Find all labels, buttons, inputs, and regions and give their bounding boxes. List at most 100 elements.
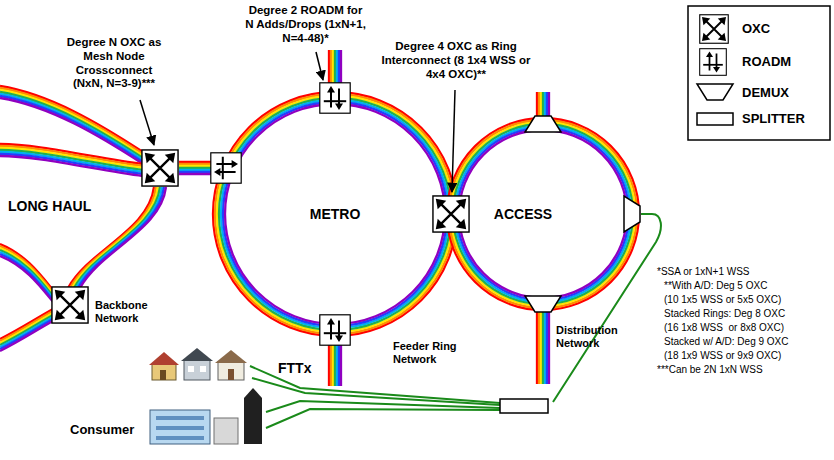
rainbow-fiber [179, 161, 214, 163]
demux-symbol [624, 196, 640, 232]
splitter-symbol [500, 399, 548, 413]
rainbow-fiber [179, 171, 214, 173]
rainbow-ring [451, 122, 635, 306]
rainbow-ring [457, 128, 629, 300]
roadm-symbol [320, 83, 350, 113]
rainbow-ring [447, 118, 639, 310]
roof [215, 350, 247, 363]
callout-text: FTTx [278, 360, 311, 377]
consumer-buildings [150, 388, 262, 444]
rainbow-fiber [0, 315, 53, 345]
roadm-symbol [211, 153, 241, 183]
footnote: Stacked Rings: Deg 8 OXC [664, 308, 785, 320]
rainbow-fiber [179, 173, 214, 175]
interconnect-oxc-symbol [433, 196, 469, 232]
footnote: **With A/D: Deg 5 OXC [664, 280, 767, 292]
legend-text: OXC [742, 21, 770, 37]
tower-top [244, 388, 262, 398]
house [218, 362, 244, 380]
legend-box [688, 6, 830, 140]
legend-demux-symbol [697, 84, 733, 100]
building [214, 418, 238, 444]
drop-fiber [266, 409, 500, 428]
door [228, 369, 234, 380]
rainbow-ring [221, 100, 449, 328]
callout-text: Distribution Network [556, 324, 632, 350]
rainbow-fiber [538, 310, 540, 384]
rainbow-fiber [540, 310, 542, 384]
footnote: *SSA or 1xN+1 WSS [657, 266, 750, 278]
rainbow-fiber [0, 321, 53, 351]
rainbow-ring [225, 104, 445, 324]
footnote: ***Can be 2N 1xN WSS [657, 364, 763, 376]
demux-symbol [525, 116, 561, 132]
footnote: (10 1x5 WSS or 5x5 OXC) [664, 294, 781, 306]
rainbow-fiber [332, 50, 334, 84]
rainbow-fiber [328, 344, 330, 386]
rainbow-fiber [548, 310, 550, 384]
rainbow-fibers [0, 50, 549, 386]
rainbow-fiber [546, 92, 548, 118]
rainbow-fiber [334, 344, 336, 386]
house [184, 360, 210, 380]
callout-text: Feeder Ring Network [393, 340, 465, 366]
rainbow-fiber [330, 344, 332, 386]
ring-label: METRO [310, 206, 361, 222]
rainbow-fiber [338, 344, 340, 386]
legend-text: DEMUX [742, 85, 789, 101]
rainbow-fiber [179, 163, 214, 165]
rainbow-fiber [538, 92, 540, 118]
legend-text: ROADM [742, 54, 791, 70]
rainbow-fiber [0, 313, 53, 343]
rainbow-fiber [179, 165, 214, 167]
callout-text: Consumer [70, 422, 134, 438]
legend-splitter-symbol [697, 113, 733, 125]
ring-label: ACCESS [494, 206, 552, 222]
house [152, 364, 176, 380]
rainbow-ring [449, 120, 637, 308]
rainbow-fiber [330, 50, 332, 84]
callout-text: Degree N OXC as Mesh Node Crossconnect (… [62, 36, 166, 91]
tower-building [244, 398, 262, 444]
rainbow-ring [215, 94, 455, 334]
window-row [156, 436, 204, 440]
callout-text: Degree 4 OXC as Ring Interconnect (8 1x4… [378, 40, 534, 81]
mesh-oxc-symbol [142, 150, 178, 186]
window [200, 366, 206, 372]
rainbow-fiber [179, 169, 214, 171]
footnote: Stacked w/ A/D: Deg 9 OXC [664, 336, 789, 348]
rainbow-fiber [542, 310, 544, 384]
office-building [150, 410, 210, 444]
rainbow-fiber [546, 310, 548, 384]
rainbow-fiber [0, 156, 143, 176]
demux-symbol [525, 296, 561, 312]
legend-oxc-symbol [700, 15, 729, 44]
roadm-symbol [320, 315, 350, 345]
consumer-houses [149, 348, 247, 380]
distribution-fiber [553, 214, 661, 402]
rainbow-fiber [542, 92, 544, 118]
rainbow-fiber [334, 50, 336, 84]
rainbow-fiber [536, 92, 538, 118]
rainbow-ring [219, 98, 451, 330]
rainbow-ring [455, 126, 631, 302]
ring-network: METRO [210, 89, 460, 339]
legend-roadm-symbol [700, 49, 727, 76]
rainbow-fiber [338, 50, 340, 84]
rainbow-fiber [328, 50, 330, 84]
callout-text: LONG HAUL [8, 198, 91, 215]
roof [181, 348, 213, 361]
rainbow-fiber [0, 319, 53, 349]
leader-arrows [140, 52, 455, 192]
leader-arrow [140, 100, 154, 145]
drop-fiber [252, 378, 500, 405]
rainbow-fiber [80, 187, 166, 288]
window-row [156, 426, 204, 430]
footnote: (18 1x9 WSS or 9x9 OXC) [664, 350, 781, 362]
roof [149, 352, 179, 365]
rainbow-fiber [536, 310, 538, 384]
legend-text: SPLITTER [742, 111, 805, 127]
rainbow-fiber [336, 50, 338, 84]
rainbow-fiber [548, 92, 550, 118]
rainbow-ring [213, 92, 457, 336]
